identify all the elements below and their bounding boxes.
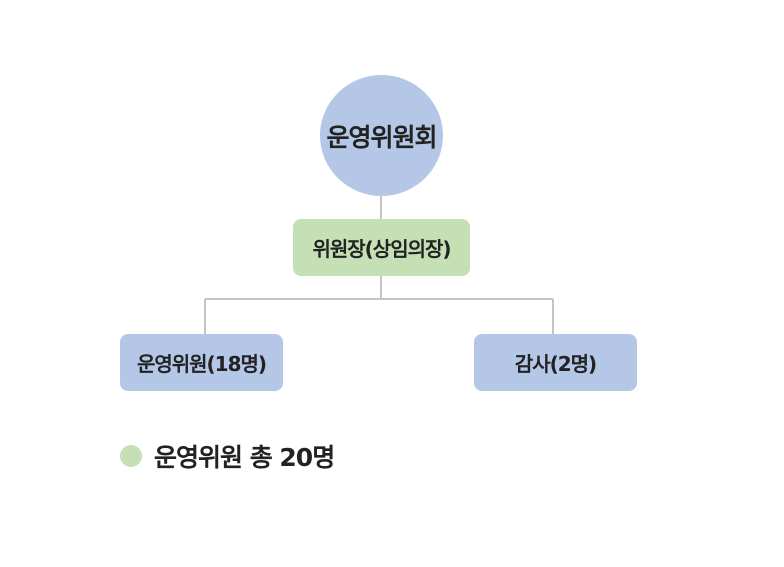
legend-dot-icon — [120, 445, 142, 467]
auditor-label: 감사(2명) — [514, 352, 597, 376]
steering-committee-node: 운영위원회 — [320, 75, 443, 196]
chairperson-node: 위원장(상임의장) — [293, 219, 470, 276]
committee-members-label: 운영위원(18명) — [136, 352, 267, 376]
committee-members-node: 운영위원(18명) — [120, 334, 283, 391]
legend: 운영위원 총 20명 — [120, 438, 335, 474]
steering-committee-label: 운영위원회 — [326, 122, 437, 152]
chairperson-label: 위원장(상임의장) — [312, 237, 451, 261]
legend-text: 운영위원 총 20명 — [154, 443, 335, 472]
auditor-node: 감사(2명) — [474, 334, 637, 391]
